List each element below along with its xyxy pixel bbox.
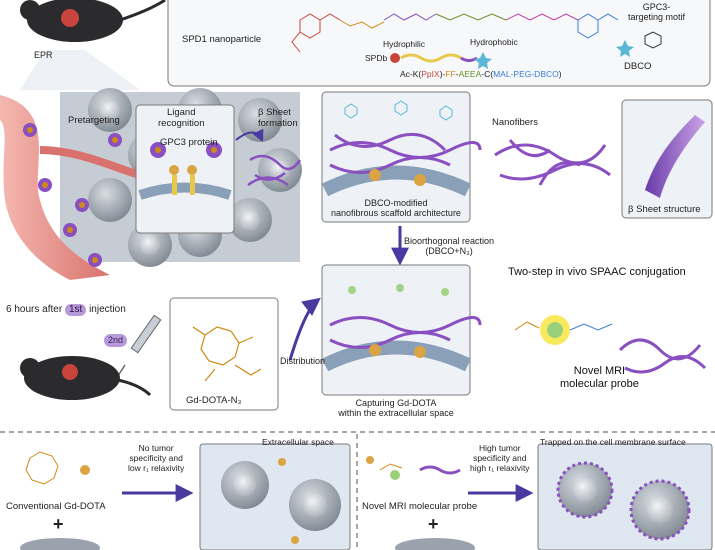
second-badge: 2nd	[104, 334, 128, 347]
spdb-structure-icon	[291, 13, 619, 53]
gpc3-motif-label: GPC3- targeting motif	[628, 2, 686, 23]
fiber-cluster-small	[247, 154, 302, 187]
epr-label: EPR	[34, 50, 53, 60]
novel-probe-bottom-label: Novel MRI molecular probe	[362, 501, 478, 512]
novel-mri-probe-graphic	[514, 315, 707, 374]
conventional-gd-dota-label: Conventional Gd-DOTA	[6, 501, 106, 512]
seq-ff: FF	[445, 69, 456, 79]
high-tumor-label: High tumor specificity and high r₁ relax…	[470, 443, 530, 473]
trapped-cells	[556, 461, 691, 541]
capturing-label: Capturing Gd-DOTA within the extracellul…	[338, 398, 454, 419]
mouse-bottom	[20, 356, 152, 400]
no-tumor-label: No tumor specificity and low r₁ relaxivi…	[128, 443, 185, 473]
seq-aeea: AEEA	[458, 69, 482, 79]
dbco-scaffold-label: DBCO-modified nanofibrous scaffold archi…	[331, 198, 461, 219]
hydrophobic-label: Hydrophobic	[470, 37, 518, 47]
seq-ppix: PpIX	[421, 69, 440, 79]
bioorthogonal-label: Bioorthogonal reaction (DBCO+N₃)	[404, 236, 495, 257]
seq-close: )	[558, 69, 562, 79]
seq-c: -C(	[481, 69, 494, 79]
beta-sheet-icon	[645, 115, 705, 198]
dbco-icon	[616, 40, 634, 57]
injection-text: injection	[89, 304, 126, 315]
trapped-label: Trapped on the cell membrane surface	[540, 437, 686, 447]
gd-dota-n3-label: Gd-DOTA-N₃	[186, 395, 242, 406]
seq-sep1: )-	[439, 69, 446, 79]
spdb-label: SPDb	[365, 53, 388, 63]
two-step-label: Two-step in vivo SPAAC conjugation	[508, 266, 686, 278]
plus-right: +	[428, 514, 439, 534]
six-hours-label: 6 hours after 1st injection	[6, 304, 126, 316]
seq-sep2: -	[455, 69, 459, 79]
blood-vessel	[0, 95, 110, 280]
seq-ack: Ac-K(	[400, 69, 422, 79]
ligand-recognition-label: Ligand recognition	[158, 107, 205, 129]
beta-sheet-formation-label: β Sheet formation	[258, 107, 298, 129]
spdb-sequence: Ac-K(PpIX)-FF-AEEA-C(MAL-PEG-DBCO)	[400, 69, 562, 80]
seq-mal-peg-dbco: MAL-PEG-DBCO	[493, 69, 559, 79]
nanofibers-label: Nanofibers	[492, 117, 538, 128]
nanofibers-icon	[494, 139, 611, 186]
extracellular-label: Extracellular space	[262, 437, 334, 447]
pretargeting-label: Pretargeting	[68, 115, 120, 126]
hydrophilic-label: Hydrophilic	[383, 39, 426, 49]
first-badge: 1st	[64, 304, 87, 316]
dbco-label: DBCO	[624, 61, 652, 72]
plus-left: +	[53, 514, 64, 534]
vessel-nanoparticles	[23, 123, 122, 267]
spd1-label: SPD1 nanoparticle	[182, 34, 262, 45]
six-hours-text: 6 hours after	[6, 304, 63, 315]
gd-dota-structure	[192, 326, 262, 382]
mouse-top	[20, 0, 166, 42]
gpc3-protein-label: GPC3 protein	[160, 137, 218, 148]
beta-sheet-structure-label: β Sheet structure	[628, 204, 701, 215]
distribution-label: Distribution	[280, 356, 326, 366]
novel-probe-label: Novel MRI molecular probe	[560, 365, 639, 390]
